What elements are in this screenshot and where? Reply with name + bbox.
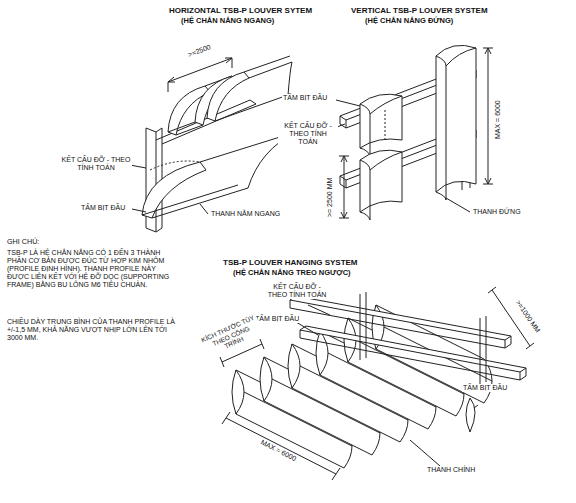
part-label: KẾT CẤU ĐỠ - THEO TÍNH TOÁN <box>262 283 332 299</box>
line-art <box>446 48 476 66</box>
line-art <box>260 357 272 401</box>
part-label: (HỆ CHẮN NẮNG TREO NGƯỢC) <box>232 269 352 278</box>
line-art <box>436 45 476 192</box>
line-art <box>360 94 402 148</box>
part-label: TẤM BỊT ĐẦU <box>254 315 300 323</box>
line-art <box>168 58 232 82</box>
part-label: TẤM BỊT ĐẦU <box>282 94 328 102</box>
line-art <box>168 58 232 92</box>
part-label: (HỆ CHẮN NẮNG NGANG) <box>180 17 275 26</box>
note-text: CHIỀU DÀY TRUNG BÌNH CỦA THANH PROFILE L… <box>6 318 180 342</box>
line-art <box>222 412 340 480</box>
line-art <box>370 152 402 170</box>
line-art <box>385 110 386 140</box>
part-label: KẾT CẤU ĐỠ - THEO TÍNH TOÁN <box>60 156 132 172</box>
part-label: THANH ĐỨNG <box>472 208 522 216</box>
line-art <box>215 56 292 121</box>
part-label: >= 2500 MM <box>326 177 334 218</box>
line-art <box>485 48 491 184</box>
line-art <box>130 165 146 168</box>
part-label: HORIZONTAL TSB-P LOUVER SYTEM <box>168 6 313 15</box>
line-art <box>370 96 402 114</box>
line-art <box>300 330 526 380</box>
part-label: THANH NẰM NGANG <box>210 210 281 218</box>
hanging-louver-system <box>220 287 534 480</box>
part-label: GHI CHÚ: <box>6 238 40 246</box>
part-label: >=1000 MM <box>513 298 542 335</box>
part-label: TẤM BỊT ĐẦU <box>80 204 126 212</box>
part-label: >=2500 <box>186 43 213 60</box>
line-art <box>360 150 402 212</box>
line-art <box>341 156 347 218</box>
line-art <box>483 48 493 184</box>
line-art <box>132 209 146 212</box>
line-art <box>296 322 318 335</box>
line-art <box>480 316 486 384</box>
line-art <box>339 156 349 218</box>
horizontal-louver-system <box>130 56 300 232</box>
line-art <box>436 56 446 200</box>
part-label: TẤM BỊT ĐẦU <box>462 384 508 392</box>
part-label: KẾT CẤU ĐỠ - THEO TÍNH TOÁN <box>278 122 338 146</box>
line-art <box>142 162 206 218</box>
line-art <box>360 292 366 360</box>
line-art <box>360 160 370 220</box>
part-label: TSB-P LOUVER HANGING SYSTEM <box>222 258 359 267</box>
line-art <box>288 62 292 95</box>
part-label: VERTICAL TSB-P LOUVER SYSTEM <box>350 6 489 15</box>
line-art <box>232 370 244 414</box>
line-art <box>474 405 478 408</box>
line-art <box>316 331 328 375</box>
part-label: (HỆ CHẮN NẮNG ĐỨNG) <box>364 17 454 26</box>
line-art <box>410 440 440 466</box>
line-art <box>466 398 475 432</box>
line-art <box>336 100 360 106</box>
line-art <box>300 326 526 372</box>
part-label: KÍCH THƯỚC TÙY THEO CÔNG TRÌNH <box>198 313 264 359</box>
part-label: THANH CHÍNH <box>426 466 476 474</box>
line-art <box>308 305 330 315</box>
line-art <box>207 72 249 121</box>
line-art <box>150 161 200 170</box>
line-art <box>290 300 511 348</box>
note-text: TSB-P LÀ HỆ CHẮN NẮNG CÓ 1 ĐẾN 3 THÀNH P… <box>6 249 180 289</box>
line-art <box>142 132 296 218</box>
line-art <box>446 198 470 212</box>
line-art <box>200 204 208 214</box>
part-label: MAX = 6000 <box>494 99 502 140</box>
line-art <box>288 344 300 388</box>
vertical-louver-system <box>334 45 493 220</box>
line-art <box>360 104 370 156</box>
